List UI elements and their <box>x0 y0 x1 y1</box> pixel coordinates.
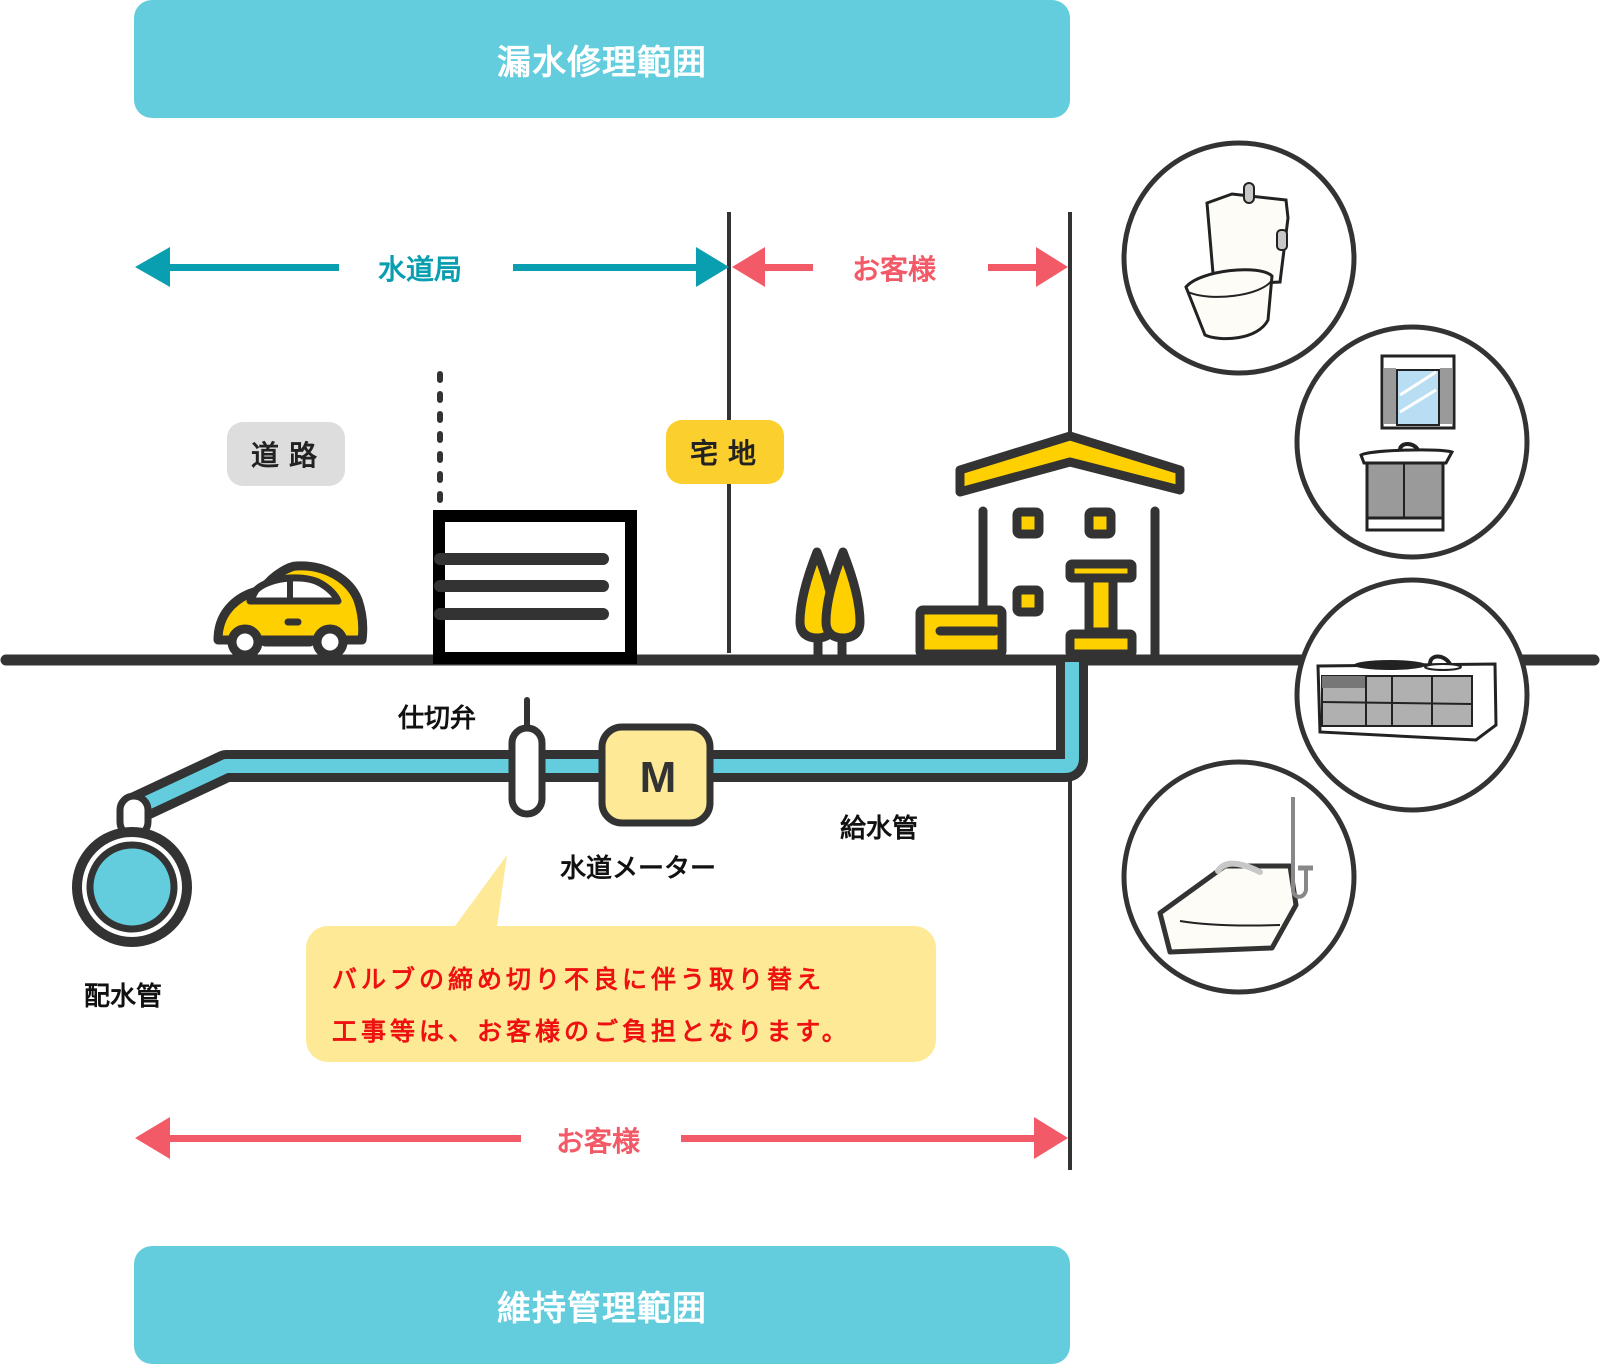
waterworks-scope-arrow <box>135 247 729 287</box>
arrow-head-right <box>696 247 729 287</box>
kitchen-fixture <box>1294 577 1530 813</box>
customer-scope-label-top: お客様 <box>852 253 937 286</box>
note-line-1: バルブの締め切り不良に伴う取り替え <box>332 965 826 994</box>
bathtub-icon <box>1157 797 1313 955</box>
service-pipe <box>125 662 1088 825</box>
customer-scope-label-bottom: お客様 <box>556 1125 641 1158</box>
washbasin-fixture <box>1294 324 1530 560</box>
customer-scope-arrow-bottom <box>135 1117 1068 1159</box>
trees-icon <box>795 547 865 655</box>
callout-pointer <box>455 855 507 926</box>
distribution-pipe-label: 配水管 <box>84 982 163 1012</box>
water-meter-label: 水道メーター <box>560 854 717 884</box>
meter-symbol: M <box>640 753 677 802</box>
toilet-icon <box>1184 182 1290 341</box>
arrow-head-left <box>732 247 765 287</box>
banner-title: 漏水修理範囲 <box>497 42 707 83</box>
service-pipe-label: 給水管 <box>840 814 919 844</box>
maintenance-scope-banner: 維持管理範囲 <box>134 1246 1070 1364</box>
car-icon <box>213 561 368 660</box>
banner-title: 維持管理範囲 <box>497 1288 707 1329</box>
road-zone-badge: 道路 <box>227 422 345 486</box>
washbasin-icon <box>1359 354 1456 532</box>
water-meter-icon <box>598 723 714 827</box>
customer-scope-arrow-top <box>732 247 1068 287</box>
gate-valve-label: 仕切弁 <box>398 704 477 734</box>
arrow-head-left <box>135 247 170 287</box>
distribution-main-icon <box>72 792 192 947</box>
road-zone-label: 道路 <box>250 439 327 472</box>
bathtub-fixture <box>1121 759 1357 995</box>
gate-valve-icon <box>508 697 546 818</box>
kitchen-icon <box>1316 654 1498 742</box>
residential-lot-label: 宅地 <box>689 437 766 470</box>
note-line-2: 工事等は、お客様のご負担となります。 <box>332 1017 851 1046</box>
residential-lot-badge: 宅地 <box>666 420 784 484</box>
arrow-head-right <box>1034 1117 1068 1159</box>
arrow-head-right <box>1036 247 1068 287</box>
leak-repair-scope-banner: 漏水修理範囲 <box>134 0 1070 118</box>
arrow-head-left <box>135 1117 170 1159</box>
house-icon <box>915 431 1185 660</box>
valve-replacement-note: バルブの締め切り不良に伴う取り替え 工事等は、お客様のご負担となります。 <box>306 926 936 1062</box>
toilet-fixture <box>1121 140 1357 376</box>
waterworks-scope-label: 水道局 <box>378 253 463 286</box>
building-icon <box>433 510 637 664</box>
